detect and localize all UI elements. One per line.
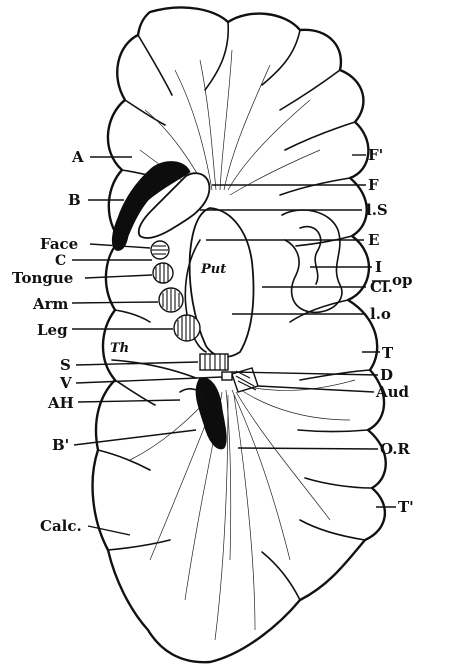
label-aud: Aud xyxy=(375,383,410,401)
capsule-patch-leg xyxy=(174,315,200,341)
label-e: E xyxy=(368,231,379,249)
label-f-prime: F' xyxy=(368,146,383,164)
label-cl: Cl. xyxy=(370,278,393,296)
leader-or xyxy=(238,448,378,449)
label-ah: AH xyxy=(47,394,74,412)
label-is: l.S xyxy=(366,201,388,219)
label-t: T xyxy=(382,344,394,362)
label-th: Th xyxy=(110,341,129,356)
capsule-patch-arm xyxy=(159,288,183,312)
label-b: B xyxy=(68,191,81,209)
label-or: O.R xyxy=(380,440,410,458)
label-calc: Calc. xyxy=(40,517,82,535)
capsule-patch-face xyxy=(151,241,169,259)
label-t-prime: T' xyxy=(398,498,414,516)
label-op: op xyxy=(392,271,413,289)
label-tongue: Tongue xyxy=(12,269,73,287)
label-s: S xyxy=(60,356,71,374)
label-d: D xyxy=(380,366,393,384)
label-put: Put xyxy=(200,262,226,277)
sensory-block xyxy=(200,354,228,370)
label-lo: l.o xyxy=(370,305,391,323)
label-a: A xyxy=(71,148,84,166)
label-face: Face xyxy=(40,235,78,253)
leader-arm xyxy=(72,302,158,303)
label-leg: Leg xyxy=(37,321,68,339)
label-arm: Arm xyxy=(32,295,69,313)
label-i: I xyxy=(375,258,382,276)
capsule-patch-tongue xyxy=(153,263,173,283)
visual-block xyxy=(222,372,232,380)
label-c: C xyxy=(55,253,66,269)
label-f: F xyxy=(368,176,379,194)
label-v: V xyxy=(59,374,72,392)
label-b-prime: B' xyxy=(52,436,69,454)
